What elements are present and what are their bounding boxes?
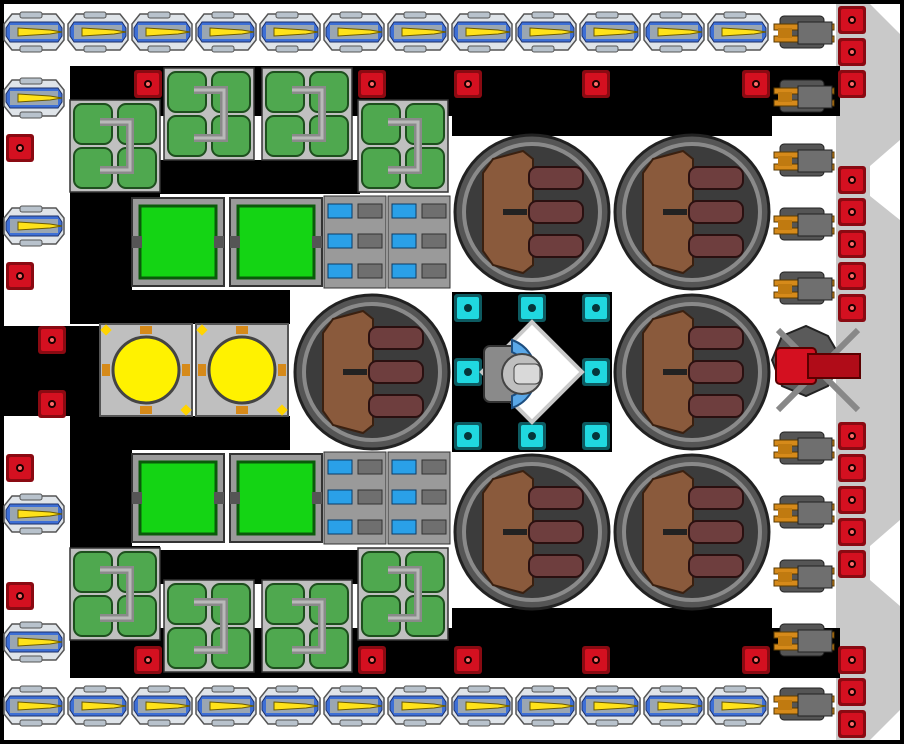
core[interactable] [479,319,585,425]
red-cannon[interactable] [770,324,861,413]
